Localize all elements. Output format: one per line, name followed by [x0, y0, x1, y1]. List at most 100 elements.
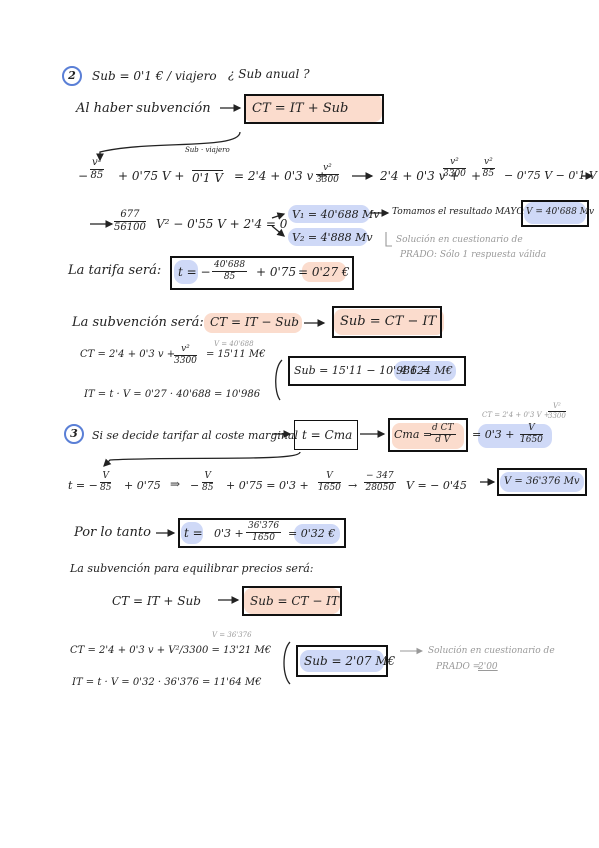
v-result: V = 40'688 Mv [526, 207, 595, 217]
subsidy-label: La subvención será: [72, 315, 204, 330]
highlight [500, 472, 584, 492]
q3-prado-note-line1: Solución en cuestionario de [428, 646, 555, 656]
q3-it-line: IT = t · V = 0'32 · 36'376 = 11'64 M€ [72, 677, 262, 688]
subsidy-box [332, 306, 442, 338]
cma-box [388, 418, 468, 452]
highlight [244, 94, 382, 122]
q3-eq-d: + 0'75 = 0'3 + [226, 479, 309, 492]
q3-prado-note-line2: PRADO = [436, 662, 481, 672]
eq1-minus: − [78, 169, 89, 183]
q3-eq-f: V = − 0'45 [406, 479, 467, 492]
q3-header: Si se decide tarifar al coste marginal [92, 429, 299, 442]
frac-den: 85 [223, 272, 236, 282]
frac-den: 85 [202, 483, 214, 493]
t-calc: 0'3 + [214, 527, 244, 540]
ct-calc: CT = 2'4 + 0'3 v + [80, 349, 176, 360]
ct-calc-result: = 15'11 M€ [206, 349, 266, 360]
highlight [478, 424, 552, 448]
q3-v-result-box [497, 468, 587, 496]
frac-num: V [202, 472, 214, 483]
eq1-mid: = 2'4 + 0'3 v + [234, 169, 328, 183]
q3-v-result: V = 36'376 Mv [504, 476, 580, 487]
it-calc: IT = t · V = 0'27 · 40'688 = 10'986 [84, 389, 261, 400]
frac-num: 36'376 [246, 521, 282, 533]
eq1-term2: + 0'75 V + [118, 169, 185, 183]
sub-result-value: 4'124 M€ [400, 364, 453, 377]
sub-result-box [288, 356, 466, 386]
highlight [394, 361, 456, 381]
frac-den: 85 [90, 170, 104, 181]
sub-viajero-label: Sub · viajero [185, 146, 230, 154]
v-result-box [521, 200, 589, 227]
q3-eq-implies: ⇒ [170, 477, 181, 491]
frac-num: − 347 [364, 471, 396, 483]
frac-den: 3300 [443, 169, 466, 179]
fare-plus: + 0'75 [256, 265, 297, 279]
q2-header-question: ¿ Sub anual ? [228, 67, 310, 81]
frac-num: V² [548, 403, 566, 412]
frac-num: V [318, 472, 341, 483]
frac-num: v² [316, 164, 339, 175]
q3-prado-note-value: 2'00 [478, 662, 498, 672]
frac-num: v² [174, 345, 197, 356]
q3-eq-c: − [190, 479, 200, 492]
fare-label: La tarifa será: [68, 263, 162, 278]
q3-eq-b: + 0'75 [124, 479, 161, 492]
fare-box [170, 256, 354, 290]
frac-num: 677 [114, 210, 146, 222]
frac-den: 1650 [520, 435, 543, 445]
balance-eq: CT = IT + Sub [112, 594, 201, 608]
frac-den: 3300 [316, 175, 339, 185]
sub-result-left: Sub = 15'11 − 10'986 = [294, 364, 430, 377]
frac-num: v² [482, 157, 495, 169]
frac-num: v² [90, 157, 104, 170]
highlight [181, 522, 203, 544]
balance-formula: Sub = CT − IT [250, 594, 339, 608]
t-box [178, 518, 346, 548]
highlight [174, 260, 198, 284]
frac-den: 1650 [252, 533, 275, 543]
t-cma: t = Cma [302, 428, 353, 442]
highlight [300, 650, 384, 672]
frac-num: V [520, 424, 543, 435]
frac-den: 85 [482, 169, 495, 179]
highlight [204, 313, 302, 333]
frac-den: 28050 [365, 483, 395, 493]
cma-eq: = 0'3 + [472, 428, 515, 441]
q2-header-sub: Sub = 0'1 € / viajero [92, 69, 217, 83]
ct-note: CT = 2'4 + 0'3 V + [482, 411, 550, 419]
eq2-rest: V² − 0'55 V + 2'4 = 0 [156, 217, 288, 231]
cma-lhs: Cma = [394, 428, 433, 441]
highlight [288, 205, 370, 223]
take-larger-text: Tomamos el resultado MAYOR [392, 207, 531, 217]
frac-num: d CT [430, 423, 456, 435]
q3-eq-arrow: → [348, 479, 358, 492]
t-cma-box [294, 420, 358, 450]
fare-lhs: t = − [178, 265, 211, 279]
prado-note-line2: PRADO: Sólo 1 respuesta válida [400, 250, 547, 260]
ct-calc-note: V = 40'688 [214, 340, 254, 348]
frac-den: 3300 [548, 412, 566, 420]
eq1-term3: 0'1 V [192, 170, 224, 185]
highlight [392, 423, 464, 449]
therefore-label: Por lo tanto [74, 525, 151, 540]
eq1-rhs-a: 2'4 + 0'3 v + [380, 169, 460, 183]
balance-box [242, 586, 342, 616]
v1-root: V₁ = 40'688 Mv [292, 208, 380, 221]
highlight [524, 202, 586, 224]
q3-sub-result: Sub = 2'07 M€ [304, 654, 396, 668]
ct-box [244, 94, 384, 124]
ct-formula: CT = IT + Sub [252, 101, 349, 116]
t-box-lhs: t = [184, 526, 203, 540]
